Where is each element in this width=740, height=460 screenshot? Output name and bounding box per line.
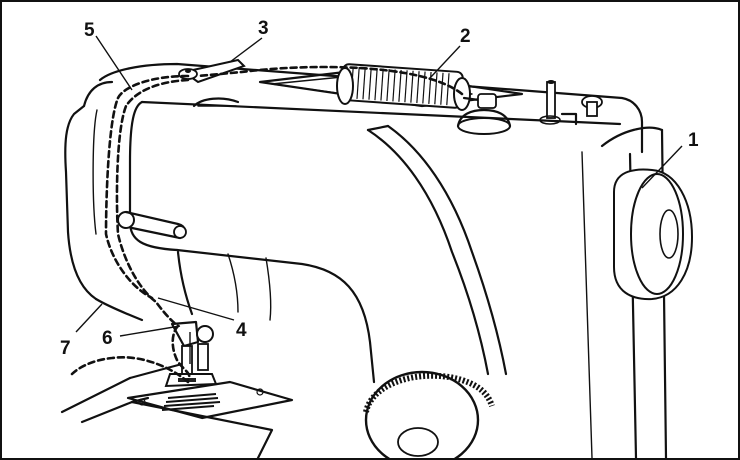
callout-4: 4: [236, 320, 247, 341]
stitch-selector-dial: [363, 370, 495, 458]
thread-path: [70, 65, 464, 384]
needle-area: [164, 320, 218, 388]
callout-5: 5: [84, 20, 95, 41]
callout-1: 1: [688, 130, 699, 151]
needle-plate: [126, 380, 294, 420]
tension-dial: [192, 97, 240, 108]
presser-foot-lever: [117, 210, 187, 240]
callout-3: 3: [258, 18, 269, 39]
hand-wheel: [613, 168, 694, 301]
callout-7: 7: [60, 338, 71, 359]
upper-thread-guide: [178, 58, 246, 84]
callout-2: 2: [460, 26, 471, 47]
bobbin-winder: [456, 80, 603, 135]
callout-6: 6: [102, 328, 113, 349]
leader-lines: [75, 35, 683, 337]
callout-labels: 1 2 3 4 5 6 7: [60, 18, 699, 359]
